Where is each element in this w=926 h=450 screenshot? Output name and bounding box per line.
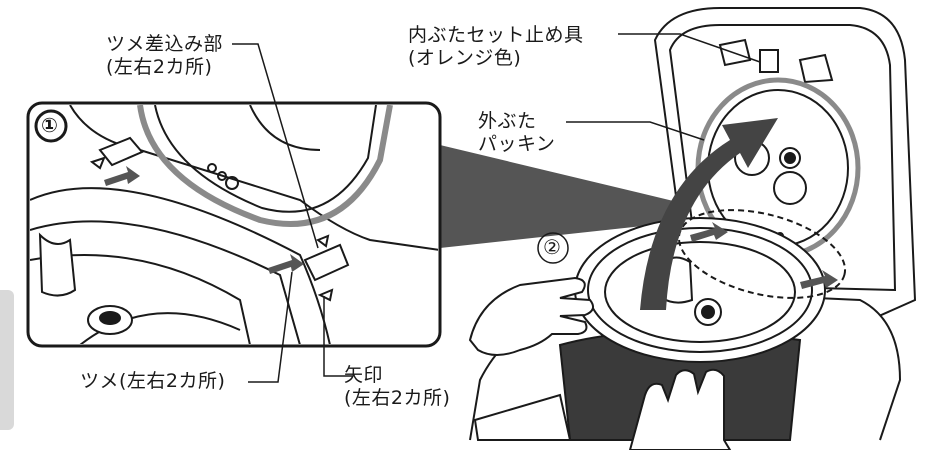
inner-lid-stopper-line2: (オレンジ色) [408, 47, 522, 69]
arrow-mark-line2: (左右2カ所) [344, 387, 451, 409]
side-tab [0, 290, 14, 430]
claw-slot-line1: ツメ差込み部 [106, 33, 224, 55]
left-hand [468, 276, 595, 356]
claw-slot-line2: (左右2カ所) [106, 56, 213, 78]
step1-text: ① [41, 113, 59, 137]
callout-lines [232, 33, 761, 383]
rotate-arrow [640, 118, 778, 310]
inner-lid-stopper-label: 内ぶたセット止め具 (オレンジ色) [408, 24, 584, 70]
claw-slot-label: ツメ差込み部 (左右2カ所) [106, 33, 223, 79]
inset-detail [26, 101, 442, 348]
inner-lid-stopper-line1: 内ぶたセット止め具 [408, 24, 584, 46]
step2-circle [537, 232, 569, 264]
inset-frame [26, 101, 442, 348]
arrow-mark-label: 矢印 (左右2カ所) [344, 364, 450, 410]
stopper-right [798, 53, 834, 84]
outer-lid-line2: パッキン [478, 133, 556, 155]
claw-text: ツメ(左右2カ所) [80, 370, 226, 392]
outer-lid-line1: 外ぶた [478, 110, 537, 132]
arrow-mark-line1: 矢印 [344, 364, 384, 386]
inner-lid [574, 217, 826, 363]
step1-label: ① [41, 114, 58, 137]
right-hand [628, 368, 732, 450]
zoom-band [440, 145, 690, 248]
rice-cooker [468, 7, 917, 450]
outer-lid-gasket-label: 外ぶた パッキン [478, 110, 555, 156]
step2-label: ② [543, 236, 561, 259]
claw-label: ツメ(左右2カ所) [80, 370, 225, 393]
step1-circle [34, 109, 68, 143]
step2-text: ② [543, 235, 562, 259]
